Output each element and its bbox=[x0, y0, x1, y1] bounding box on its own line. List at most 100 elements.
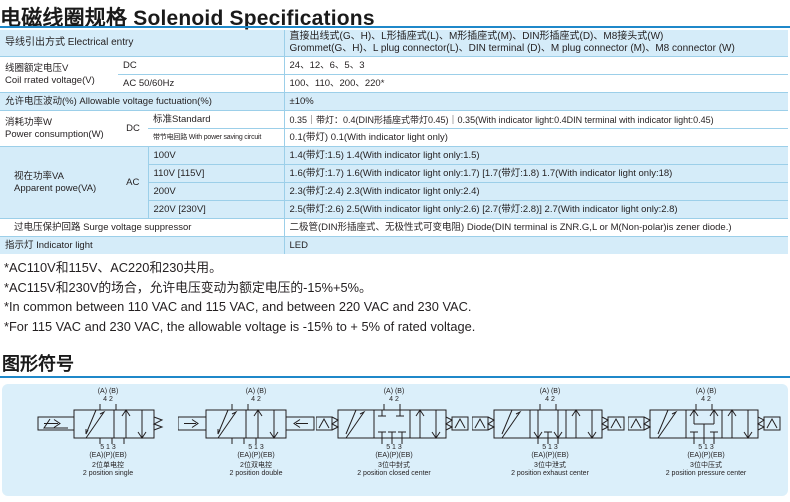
symbol-label-en: 2 position closed center bbox=[357, 470, 431, 477]
symbols-underline bbox=[0, 376, 790, 378]
apparent-row-0: 视在功率VA Apparent powe(VA) AC 100V 1.4(带灯:… bbox=[0, 146, 788, 219]
symbol-2pos-double: (A) (B) 4 2 5 1 3 (EA)(P)(EB) 2位双电控 2 po… bbox=[178, 384, 334, 496]
notes: *AC110V和115V、AC220和230共用。 *AC115V和230V的场… bbox=[4, 258, 475, 336]
symbol-bottom-nums: 5 1 3 bbox=[542, 444, 558, 451]
page-title: 电磁线圈规格 Solenoid Specifications bbox=[0, 7, 375, 30]
rated-voltage-dc-row: 线圈额定电压V Coil rrated voltage(V) DC 24、12、… bbox=[0, 56, 788, 93]
note-line: *For 115 VAC and 230 VAC, the allowable … bbox=[4, 318, 476, 334]
valve-symbol-icon bbox=[37, 404, 164, 444]
valve-symbol-icon bbox=[472, 404, 625, 444]
rated-voltage-ac-value: 100、110、200、220* bbox=[283, 74, 788, 93]
symbol-label-en: 2 position double bbox=[229, 470, 283, 477]
symbol-label-en: 2 position exhaust center bbox=[511, 470, 589, 477]
symbol-bottom-nums: 5 1 3 bbox=[386, 444, 402, 451]
apparent-label-cn: 视在功率VA bbox=[14, 170, 64, 182]
header-left: 导线引出方式 Electrical entry bbox=[0, 30, 285, 57]
power-dc-label: DC bbox=[118, 110, 148, 147]
symbol-label-cn: 3位中泄式 bbox=[534, 462, 566, 469]
symbol-bottom-ports: (EA)(P)(EB) bbox=[375, 452, 413, 459]
power-label: 消耗功率W Power consumption(W) bbox=[0, 110, 118, 147]
symbol-top-nums: 4 2 bbox=[545, 396, 555, 403]
symbol-top-nums: 4 2 bbox=[389, 396, 399, 403]
fluctuation-label: 允许电压波动(%) Allowable voltage fuctuation(%… bbox=[0, 92, 285, 111]
title-underline bbox=[0, 26, 790, 28]
symbol-exhaust-center: (A) (B) 4 2 5 1 3 (EA)(P)(EB) 3位中泄式 2 po… bbox=[472, 384, 628, 496]
rated-voltage-dc-value: 24、12、6、5、3 bbox=[283, 56, 788, 75]
indicator-label: 指示灯 Indicator light bbox=[0, 236, 285, 254]
apparent-row-3: 220V [230V] 2.5(带灯:2.6) 2.5(With indicat… bbox=[0, 200, 788, 219]
symbol-label-cn: 2位单电控 bbox=[92, 462, 124, 469]
symbol-top-nums: 4 2 bbox=[103, 396, 113, 403]
rated-voltage-ac-row: AC 50/60Hz 100、110、200、220* bbox=[0, 74, 788, 93]
apparent-value: 1.6(带灯:1.7) 1.6(With indicator light onl… bbox=[283, 164, 788, 183]
symbol-2pos-single: (A) (B) 4 2 5 1 3 (EA)(P)(EB) 2位单电控 2 po… bbox=[30, 384, 186, 496]
header-right: 直接出线式(G、H)、L形插座式(L)、M形插座式(M)、DIN形插座式(D)、… bbox=[283, 30, 788, 57]
apparent-label: 视在功率VA Apparent powe(VA) bbox=[0, 146, 118, 219]
spec-table: 导线引出方式 Electrical entry 直接出线式(G、H)、L形插座式… bbox=[0, 30, 788, 254]
rated-voltage-label-cn: 线圈额定电压V bbox=[5, 62, 69, 74]
symbol-top-ports: (A) (B) bbox=[539, 388, 561, 395]
surge-row: 过电压保护回路 Surge voltage suppressor 二极管(DIN… bbox=[0, 218, 788, 237]
power-label-en: Power consumption(W) bbox=[5, 128, 104, 140]
power-saving-row: 带节电回路 With power saving circuit 0.1(带灯) … bbox=[0, 128, 788, 147]
indicator-value: LED bbox=[283, 236, 788, 254]
power-label-cn: 消耗功率W bbox=[5, 116, 52, 128]
symbol-top-ports: (A) (B) bbox=[97, 388, 119, 395]
valve-symbol-icon bbox=[316, 404, 469, 444]
symbol-bottom-nums: 5 1 3 bbox=[248, 444, 264, 451]
symbol-bottom-ports: (EA)(P)(EB) bbox=[687, 452, 725, 459]
symbol-pressure-center: (A) (B) 4 2 5 1 3 (EA)(P)(EB) 3位中压式 2 po… bbox=[628, 384, 784, 496]
power-saving-label: 带节电回路 With power saving circuit bbox=[148, 128, 285, 147]
symbol-bottom-ports: (EA)(P)(EB) bbox=[531, 452, 569, 459]
apparent-value: 2.5(带灯:2.6) 2.5(With indicator light onl… bbox=[283, 200, 788, 219]
power-saving-value: 0.1(带灯) 0.1(With indicator light only) bbox=[283, 128, 788, 147]
apparent-value: 2.3(带灯:2.4) 2.3(With indicator light onl… bbox=[283, 182, 788, 201]
fluctuation-row: 允许电压波动(%) Allowable voltage fuctuation(%… bbox=[0, 92, 788, 111]
power-standard-row: 消耗功率W Power consumption(W) DC 标准Standard… bbox=[0, 110, 788, 147]
symbol-top-nums: 4 2 bbox=[701, 396, 711, 403]
symbol-closed-center: (A) (B) 4 2 5 1 3 (EA)(P)(EB) 3位中封式 2 po… bbox=[316, 384, 472, 496]
symbol-top-nums: 4 2 bbox=[251, 396, 261, 403]
header-right-en: Grommet(G、H)、L plug connector(L)、DIN ter… bbox=[289, 43, 735, 54]
surge-value: 二极管(DIN形插座式、无极性式可变电阻) Diode(DIN terminal… bbox=[283, 218, 788, 237]
apparent-voltage: 200V bbox=[147, 182, 285, 201]
rated-voltage-ac-label: AC 50/60Hz bbox=[118, 74, 285, 93]
symbol-bottom-nums: 5 1 3 bbox=[100, 444, 116, 451]
apparent-voltage: 100V bbox=[147, 146, 285, 165]
header-right-cn: 直接出线式(G、H)、L形插座式(L)、M形插座式(M)、DIN形插座式(D)、… bbox=[289, 31, 664, 42]
apparent-voltage: 220V [230V] bbox=[147, 200, 285, 219]
symbol-top-ports: (A) (B) bbox=[245, 388, 267, 395]
symbol-bottom-ports: (EA)(P)(EB) bbox=[237, 452, 275, 459]
apparent-label-en: Apparent powe(VA) bbox=[14, 182, 97, 194]
symbols-title: 图形符号 bbox=[2, 354, 74, 374]
apparent-ac-label: AC bbox=[118, 146, 148, 219]
symbols-panel: (A) (B) 4 2 5 1 3 (EA)(P)(EB) 2位单电控 2 po… bbox=[2, 384, 788, 496]
apparent-row-1: 110V [115V] 1.6(带灯:1.7) 1.6(With indicat… bbox=[0, 164, 788, 183]
symbol-label-cn: 2位双电控 bbox=[240, 462, 272, 469]
note-line: *AC115V和230V的场合，允许电压变动为额定电压的-15%+5%。 bbox=[4, 279, 372, 295]
power-standard-value: 0.35｜带灯：0.4(DIN形插座式带灯0.45)｜0.35(With ind… bbox=[283, 110, 788, 129]
symbol-bottom-ports: (EA)(P)(EB) bbox=[89, 452, 127, 459]
header-row: 导线引出方式 Electrical entry 直接出线式(G、H)、L形插座式… bbox=[0, 30, 788, 57]
rated-voltage-dc-label: DC bbox=[118, 56, 285, 75]
rated-voltage-label-en: Coil rrated voltage(V) bbox=[5, 74, 95, 86]
fluctuation-value: ±10% bbox=[283, 92, 788, 111]
symbol-top-ports: (A) (B) bbox=[383, 388, 405, 395]
note-line: *In common between 110 VAC and 115 VAC, … bbox=[4, 299, 472, 314]
note-line: *AC110V和115V、AC220和230共用。 bbox=[4, 260, 222, 275]
rated-voltage-label: 线圈额定电压V Coil rrated voltage(V) bbox=[0, 56, 118, 93]
apparent-value: 1.4(带灯:1.5) 1.4(With indicator light onl… bbox=[283, 146, 788, 165]
surge-label: 过电压保护回路 Surge voltage suppressor bbox=[0, 218, 285, 237]
symbol-bottom-nums: 5 1 3 bbox=[698, 444, 714, 451]
symbol-label-en: 2 position single bbox=[82, 470, 134, 477]
symbol-label-cn: 3位中封式 bbox=[378, 462, 410, 469]
indicator-row: 指示灯 Indicator light LED bbox=[0, 236, 788, 254]
apparent-row-2: 200V 2.3(带灯:2.4) 2.3(With indicator ligh… bbox=[0, 182, 788, 201]
symbol-label-cn: 3位中压式 bbox=[690, 462, 722, 469]
valve-symbol-icon bbox=[628, 404, 781, 444]
valve-symbol-icon bbox=[178, 404, 315, 444]
symbol-top-ports: (A) (B) bbox=[695, 388, 717, 395]
power-standard-label: 标准Standard bbox=[148, 110, 285, 129]
symbol-label-en: 2 position pressure center bbox=[665, 470, 747, 477]
apparent-voltage: 110V [115V] bbox=[147, 164, 285, 183]
